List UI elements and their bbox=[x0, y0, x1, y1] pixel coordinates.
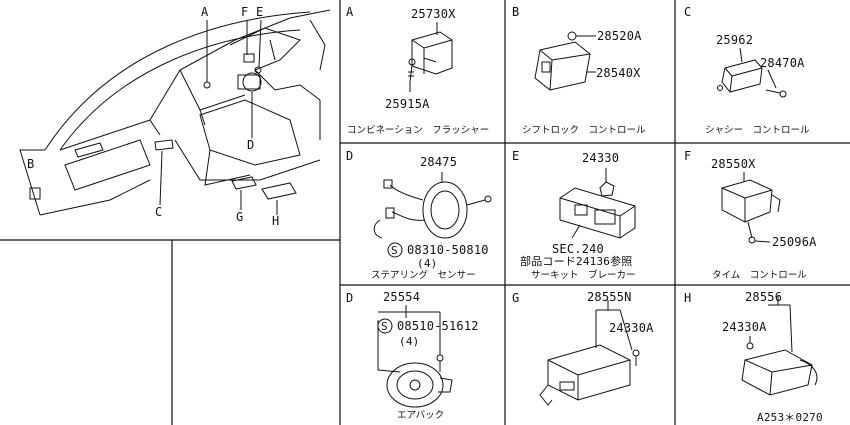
panel-a-part-2: 25915A bbox=[385, 97, 430, 111]
panel-d-bottom-caption: エアバック bbox=[397, 410, 445, 421]
screw-symbols bbox=[377, 242, 403, 334]
panel-a-tag: A bbox=[346, 5, 354, 19]
panel-f-part-2: 25096A bbox=[772, 235, 817, 249]
panel-g-part-1: 28555N bbox=[587, 290, 632, 304]
panel-b-tag: B bbox=[512, 5, 520, 19]
panel-c-tag: C bbox=[684, 5, 692, 19]
panel-d-top-caption: ステアリング センサー bbox=[371, 270, 476, 281]
figure-code: A253＊0270 bbox=[757, 411, 823, 424]
overview-callout-b: B bbox=[27, 157, 35, 171]
panel-e-caption: サーキット ブレーカー bbox=[531, 270, 636, 281]
overview-callout-f: F bbox=[241, 5, 249, 19]
overview-callout-d: D bbox=[247, 138, 255, 152]
panel-h-drawing bbox=[741, 296, 818, 396]
panel-h-part-2: 24330A bbox=[722, 320, 767, 334]
panel-d-top-part-2: 08310-50810 bbox=[407, 243, 489, 257]
overview-callout-c: C bbox=[155, 205, 163, 219]
panel-d-top-part-3: (4) bbox=[417, 257, 438, 270]
panel-a-drawing bbox=[408, 22, 453, 92]
panel-a-part-1: 25730X bbox=[411, 7, 456, 21]
panel-b-part-1: 28520A bbox=[597, 29, 642, 43]
dashboard-overview bbox=[19, 9, 331, 216]
panel-d-top-drawing bbox=[373, 172, 492, 239]
panel-e-part-3: 部品コード24136参照 bbox=[520, 255, 633, 268]
panel-a-caption: コンビネーション フラッシャー bbox=[347, 125, 490, 136]
panel-b-caption: シフトロック コントロール bbox=[522, 125, 646, 136]
panel-h-tag: H bbox=[684, 291, 692, 305]
panel-d-top-screw-icon: S bbox=[391, 244, 398, 257]
panel-g-tag: G bbox=[512, 291, 520, 305]
panel-e-part-2: SEC.240 bbox=[552, 242, 604, 256]
panel-h-part-1: 28556 bbox=[745, 290, 783, 304]
overview-callout-g: G bbox=[236, 210, 244, 224]
panel-d-top-part-1: 28475 bbox=[420, 155, 458, 169]
panel-e-drawing bbox=[559, 168, 636, 239]
panel-c-caption: シャシー コントロール bbox=[705, 125, 810, 136]
panel-d-bottom-part-2: 08510-51612 bbox=[397, 319, 479, 333]
panel-f-drawing bbox=[721, 172, 781, 244]
panel-d-top-tag: D bbox=[346, 149, 354, 163]
panel-d-bottom-drawing bbox=[377, 305, 453, 408]
panel-g-drawing bbox=[539, 300, 640, 406]
panel-c-drawing bbox=[717, 47, 787, 98]
panel-e-part-1: 24330 bbox=[582, 151, 620, 165]
panel-d-bottom-part-1: 25554 bbox=[383, 290, 421, 304]
panel-f-tag: F bbox=[684, 149, 692, 163]
panel-d-bottom-tag: D bbox=[346, 291, 354, 305]
overview-callout-a: A bbox=[201, 5, 209, 19]
overview-callout-e: E bbox=[256, 5, 264, 19]
panel-c-part-2: 28470A bbox=[760, 56, 805, 70]
panel-e-tag: E bbox=[512, 149, 520, 163]
panel-b-drawing bbox=[534, 31, 596, 91]
panel-f-caption: タイム コントロール bbox=[712, 270, 807, 281]
panel-f-part-1: 28550X bbox=[711, 157, 756, 171]
panel-b-part-2: 28540X bbox=[596, 66, 641, 80]
panel-d-bottom-screw-icon: S bbox=[381, 320, 388, 333]
overview-callout-h: H bbox=[272, 214, 280, 228]
panel-g-part-2: 24330A bbox=[609, 321, 654, 335]
panel-c-part-1: 25962 bbox=[716, 33, 754, 47]
panel-d-bottom-part-3: (4) bbox=[399, 335, 420, 348]
